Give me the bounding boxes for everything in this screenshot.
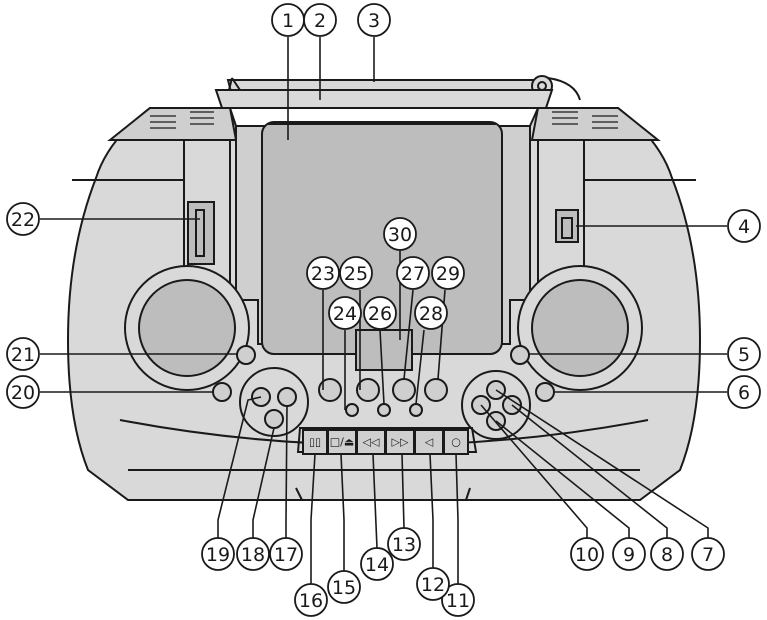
callout-23: 23 [306, 256, 340, 290]
svg-text:13: 13 [392, 534, 416, 556]
svg-text:30: 30 [388, 224, 412, 246]
pause-key-symbol: ▯▯ [309, 436, 321, 449]
button-6[interactable] [535, 382, 555, 402]
svg-text:19: 19 [206, 544, 230, 566]
leader-lines [40, 37, 727, 584]
svg-text:2: 2 [314, 10, 326, 32]
callout-21: 21 [6, 337, 40, 371]
button-24[interactable] [345, 403, 359, 417]
button-23[interactable] [318, 378, 342, 402]
callout-27: 27 [396, 256, 430, 290]
callouts: 1 2 3 4 5 6 7 8 9 10 11 12 13 14 15 16 1… [6, 3, 761, 617]
callout-29: 29 [431, 256, 465, 290]
usb-slot-left [187, 201, 215, 265]
left-button-18[interactable] [264, 409, 284, 429]
speaker-right [517, 265, 643, 391]
svg-text:11: 11 [446, 590, 470, 612]
svg-text:1: 1 [282, 10, 294, 32]
svg-text:15: 15 [332, 577, 356, 599]
button-29[interactable] [424, 378, 448, 402]
callout-3: 3 [357, 3, 391, 37]
svg-text:21: 21 [11, 344, 35, 366]
rewind-key-symbol: ◁◁ [363, 436, 380, 449]
cd-lid [235, 121, 531, 355]
callout-22: 22 [6, 202, 40, 236]
callout-30: 30 [383, 217, 417, 251]
play-key-symbol: ◁ [425, 436, 434, 449]
svg-text:8: 8 [661, 544, 673, 566]
callout-9: 9 [612, 537, 646, 571]
callout-24: 24 [328, 296, 362, 330]
svg-text:29: 29 [436, 263, 460, 285]
callout-19: 19 [201, 537, 235, 571]
navi-pad-left [239, 367, 309, 437]
svg-text:25: 25 [344, 263, 368, 285]
callout-10: 10 [570, 537, 604, 571]
svg-text:27: 27 [401, 263, 425, 285]
speaker-left [124, 265, 250, 391]
callout-14: 14 [360, 547, 394, 581]
button-26[interactable] [377, 403, 391, 417]
svg-text:18: 18 [241, 544, 265, 566]
boombox-body: ▯▯ □/⏏ ◁◁ ▷▷ ◁ ○ [66, 75, 702, 501]
svg-text:4: 4 [738, 216, 750, 238]
lcd-display [355, 329, 413, 371]
svg-text:22: 22 [11, 209, 35, 231]
callout-6: 6 [727, 375, 761, 409]
button-21[interactable] [236, 345, 256, 365]
svg-text:6: 6 [738, 382, 750, 404]
button-28[interactable] [409, 403, 423, 417]
svg-text:26: 26 [368, 303, 392, 325]
navi-pad-right [461, 370, 531, 440]
svg-text:5: 5 [738, 344, 750, 366]
callout-12: 12 [416, 567, 450, 601]
callout-15: 15 [327, 570, 361, 604]
svg-text:24: 24 [333, 303, 357, 325]
vent-right [552, 111, 618, 129]
svg-text:3: 3 [368, 10, 380, 32]
button-20[interactable] [212, 382, 232, 402]
callout-17: 17 [269, 537, 303, 571]
fast-forward-key-symbol: ▷▷ [392, 436, 409, 449]
callout-25: 25 [339, 256, 373, 290]
left-button-17[interactable] [277, 387, 297, 407]
svg-text:17: 17 [274, 544, 298, 566]
callout-28: 28 [414, 296, 448, 330]
svg-text:7: 7 [702, 544, 714, 566]
callout-26: 26 [363, 296, 397, 330]
callout-5: 5 [727, 337, 761, 371]
vent-left [150, 111, 214, 129]
svg-text:14: 14 [365, 554, 389, 576]
callout-1: 1 [271, 3, 305, 37]
button-25[interactable] [356, 378, 380, 402]
svg-text:12: 12 [421, 574, 445, 596]
record-key[interactable] [443, 429, 469, 455]
callout-2: 2 [303, 3, 337, 37]
button-27[interactable] [392, 378, 416, 402]
svg-text:16: 16 [299, 590, 323, 612]
svg-text:23: 23 [311, 263, 335, 285]
callout-13: 13 [387, 527, 421, 561]
callout-16: 16 [294, 583, 328, 617]
svg-text:20: 20 [11, 382, 35, 404]
svg-text:10: 10 [575, 544, 599, 566]
svg-text:9: 9 [623, 544, 635, 566]
callout-20: 20 [6, 375, 40, 409]
callout-8: 8 [650, 537, 684, 571]
callout-7: 7 [691, 537, 725, 571]
record-key-symbol: ○ [451, 436, 461, 449]
rewind-key[interactable] [356, 429, 386, 455]
button-5[interactable] [510, 345, 530, 365]
cassette-deck-keys: ▯▯ □/⏏ ◁◁ ▷▷ ◁ ○ [296, 427, 478, 455]
stop-eject-key-symbol: □/⏏ [330, 436, 355, 449]
carry-handle [214, 89, 554, 109]
svg-text:28: 28 [419, 303, 443, 325]
callout-11: 11 [441, 583, 475, 617]
callout-18: 18 [236, 537, 270, 571]
fast-forward-key[interactable] [385, 429, 415, 455]
callout-4: 4 [727, 209, 761, 243]
